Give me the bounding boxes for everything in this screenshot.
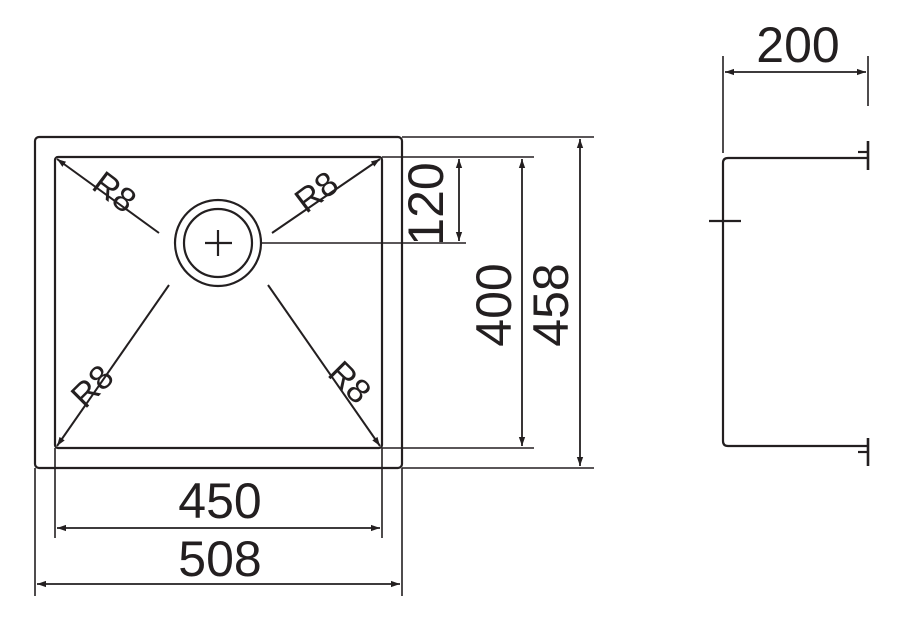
dim-value-overall-width: 508: [178, 531, 261, 587]
dim-value-bowl-length: 400: [466, 263, 522, 346]
radius-labels: R8 R8 R8 R8: [64, 164, 378, 415]
radius-leaders: [56, 158, 381, 447]
sink-outer-rim: [33, 135, 404, 470]
sink-side-profile: [721, 156, 868, 448]
drain-outer-ring: [173, 198, 263, 288]
radius-label-bottom-right: R8: [321, 354, 379, 412]
dim-value-depth: 200: [756, 17, 839, 73]
radius-label-top-left: R8: [85, 164, 143, 221]
side-view: 200: [709, 17, 870, 466]
dim-value-bowl-width: 450: [178, 473, 261, 529]
radius-leader-top-right: [271, 158, 381, 234]
radius-leader-bottom-right: [267, 284, 381, 447]
dim-value-drain-offset: 120: [398, 162, 454, 245]
dim-value-overall-length: 458: [523, 263, 579, 346]
radius-leader-bottom-left: [56, 284, 170, 447]
drain: [173, 198, 263, 288]
extension-lines: [34, 136, 594, 596]
radius-label-top-right: R8: [288, 164, 346, 221]
drain-inner-ring: [182, 207, 254, 279]
dimension-values: 120 400 458 450 508: [178, 162, 579, 587]
sink-bowl: [53, 155, 384, 450]
dimension-lines: [37, 139, 584, 588]
radius-leader-top-left: [56, 158, 160, 234]
top-view: R8 R8 R8 R8 120 400: [33, 135, 594, 596]
